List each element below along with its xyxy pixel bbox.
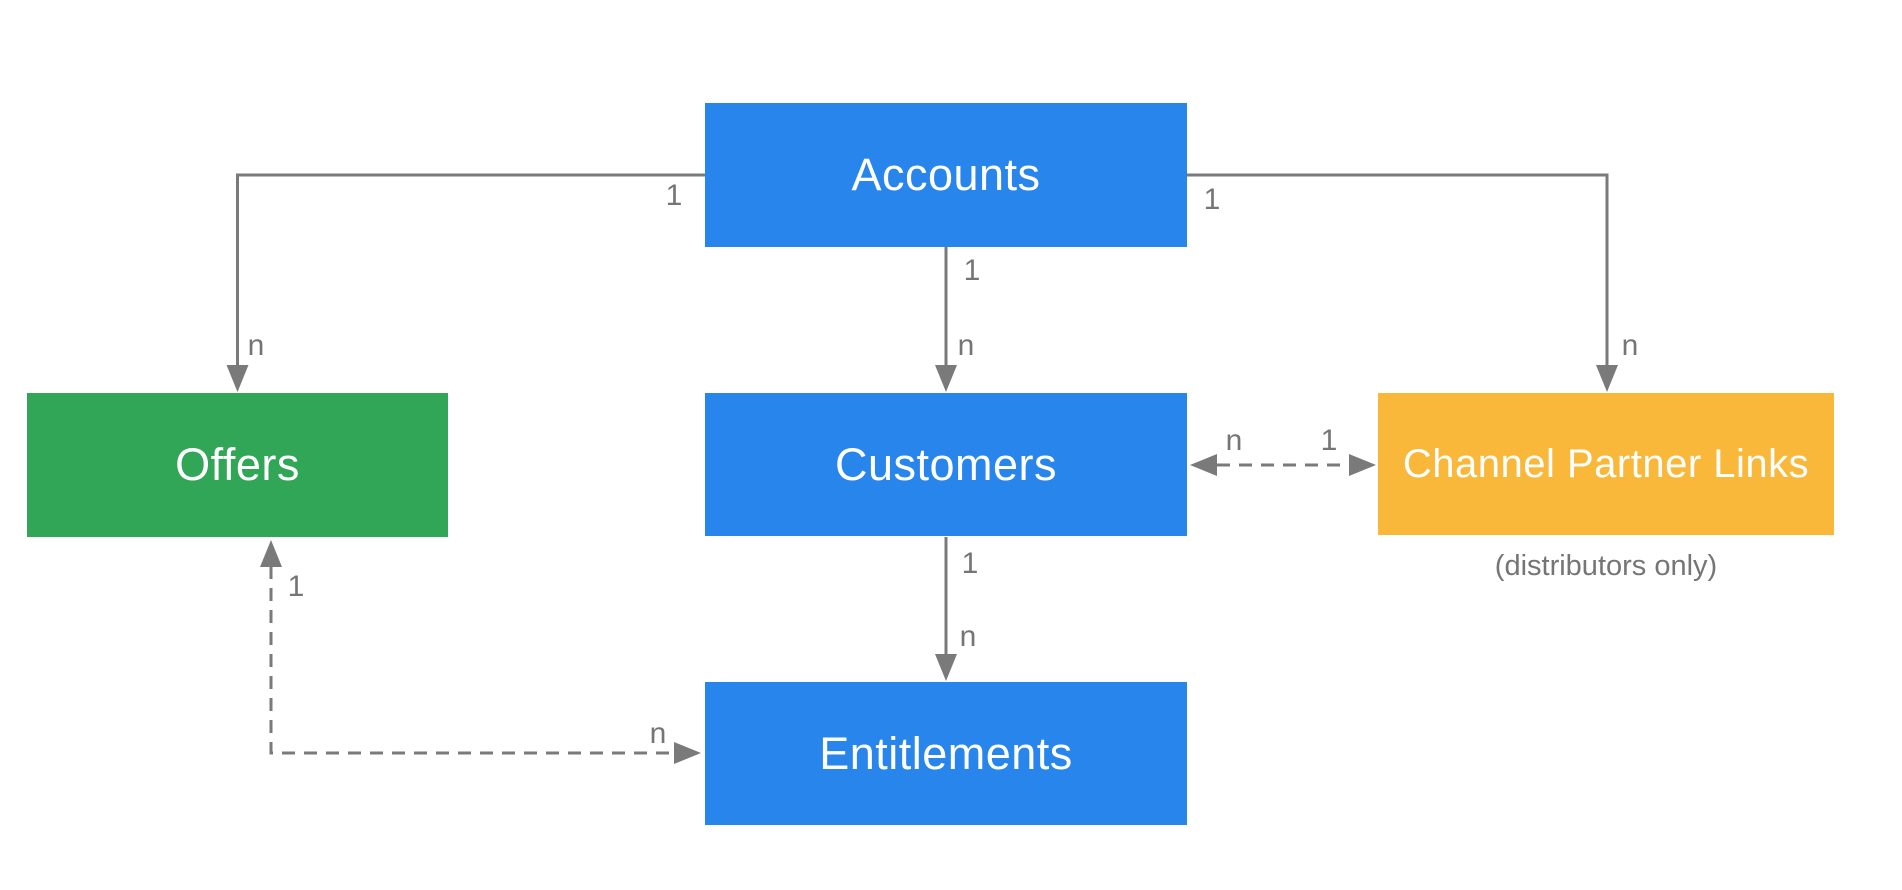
node-accounts-label: Accounts [851,149,1041,200]
node-entitlements-label: Entitlements [819,727,1073,779]
node-offers: Offers [27,393,448,537]
multiplicity-accounts-channel-partner-links-n: n [1621,329,1639,362]
multiplicity-customers-channel-partner-links-1: 1 [1320,424,1338,457]
arrowhead-up-offers [260,540,282,567]
edge-customers-to-channel-partner-links [1190,454,1376,476]
node-entitlements: Entitlements [705,682,1187,825]
multiplicity-accounts-customers-1: 1 [963,254,981,287]
edge-accounts-to-channel-partner-links-line [1187,173,1609,367]
node-accounts: Accounts [705,103,1187,247]
edge-offers-to-entitlements [260,540,701,764]
multiplicity-offers-entitlements-1: 1 [287,570,305,603]
node-customers-label: Customers [834,438,1058,490]
arrowhead-down-channel-partner-links [1596,365,1618,392]
channel-partner-links-note: (distributors only) [1494,550,1718,582]
arrowhead-down-offers [226,365,249,392]
node-channel-partner-links: Channel Partner Links [1378,393,1834,535]
node-offers-label: Offers [175,439,300,490]
multiplicity-accounts-offers-1: 1 [665,179,683,212]
multiplicity-customers-entitlements-n: n [959,620,977,653]
edge-customers-to-entitlements [935,537,957,681]
arrowhead-down-customers [935,365,957,392]
multiplicity-customers-entitlements-1: 1 [961,547,979,580]
arrowhead-left-customers [1190,454,1217,476]
multiplicity-offers-entitlements-n: n [649,717,667,750]
multiplicity-accounts-channel-partner-links-1: 1 [1203,183,1221,216]
edge-accounts-to-channel-partner-links [1187,173,1618,392]
multiplicity-customers-channel-partner-links-n: n [1225,424,1243,457]
edge-accounts-to-offers [226,173,705,392]
arrowhead-right-channel-partner-links [1349,454,1376,476]
multiplicity-accounts-offers-n: n [247,329,265,362]
arrowhead-right-entitlements [674,742,701,764]
arrowhead-down-entitlements [935,654,957,681]
node-channel-partner-links-label: Channel Partner Links [1402,441,1810,486]
edge-offers-to-entitlements-line [269,566,674,755]
node-customers: Customers [705,393,1187,536]
multiplicity-accounts-customers-n: n [957,329,975,362]
edge-accounts-to-customers [935,247,957,392]
edge-accounts-to-offers-line [236,173,705,367]
